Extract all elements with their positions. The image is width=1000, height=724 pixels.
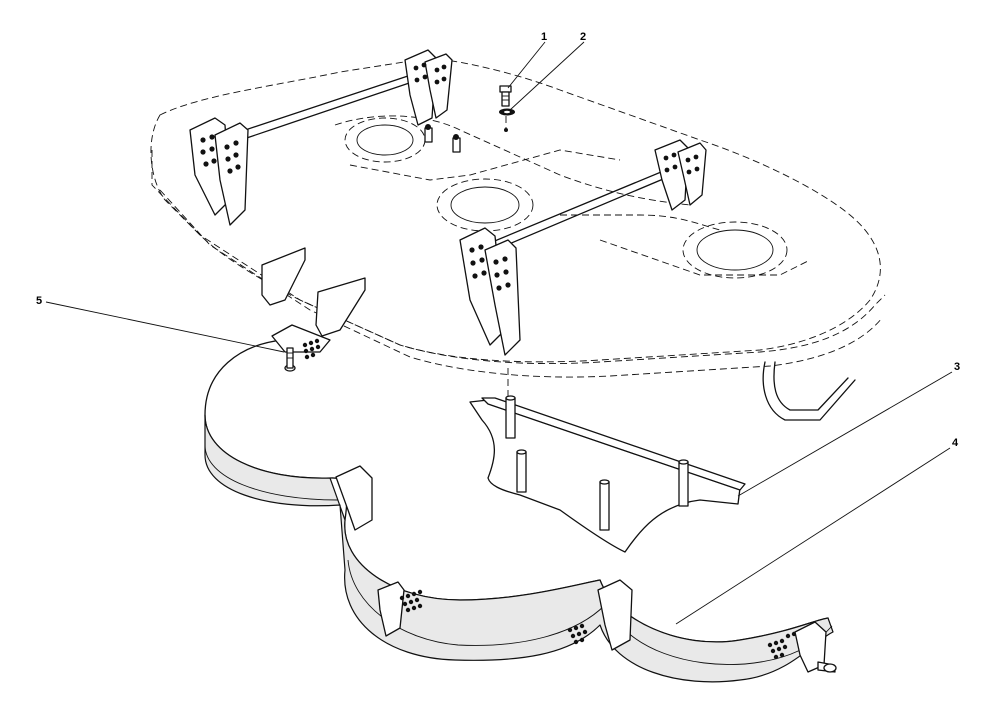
callout-3: 3 xyxy=(954,361,960,373)
hanger-bracket-rear-right xyxy=(654,139,707,211)
skirt-band xyxy=(204,324,834,683)
bolt xyxy=(499,85,512,107)
hanger-bracket-front-left xyxy=(189,117,249,226)
end-bolt xyxy=(817,661,837,673)
baffle-studs xyxy=(505,395,689,531)
hanger-bracket-rear-left xyxy=(459,227,521,356)
deck-outline-skirt xyxy=(151,150,886,365)
hanger-bracket-front-right xyxy=(404,49,453,126)
callout-5: 5 xyxy=(36,295,42,307)
discharge-handle xyxy=(762,361,856,421)
front-pivot-arm-right xyxy=(315,277,366,337)
baffle-plate xyxy=(469,395,746,553)
screw xyxy=(284,347,296,372)
deck-outline-lower xyxy=(159,189,883,378)
rivet-cluster-front xyxy=(302,338,321,360)
rivet-cluster-center xyxy=(567,623,588,645)
mower-deck xyxy=(150,49,886,421)
blade-well-right xyxy=(682,221,788,279)
front-pivot-arm-left xyxy=(261,247,306,306)
washer xyxy=(499,108,515,116)
callout-2: 2 xyxy=(580,31,586,43)
callout-4: 4 xyxy=(952,437,959,449)
rivet-cluster-right xyxy=(767,631,797,660)
callout-1: 1 xyxy=(541,31,547,43)
callout-labels: 1 2 3 4 5 xyxy=(36,31,960,449)
callout-leaders xyxy=(45,41,953,625)
rivet-cluster-left xyxy=(399,589,423,613)
